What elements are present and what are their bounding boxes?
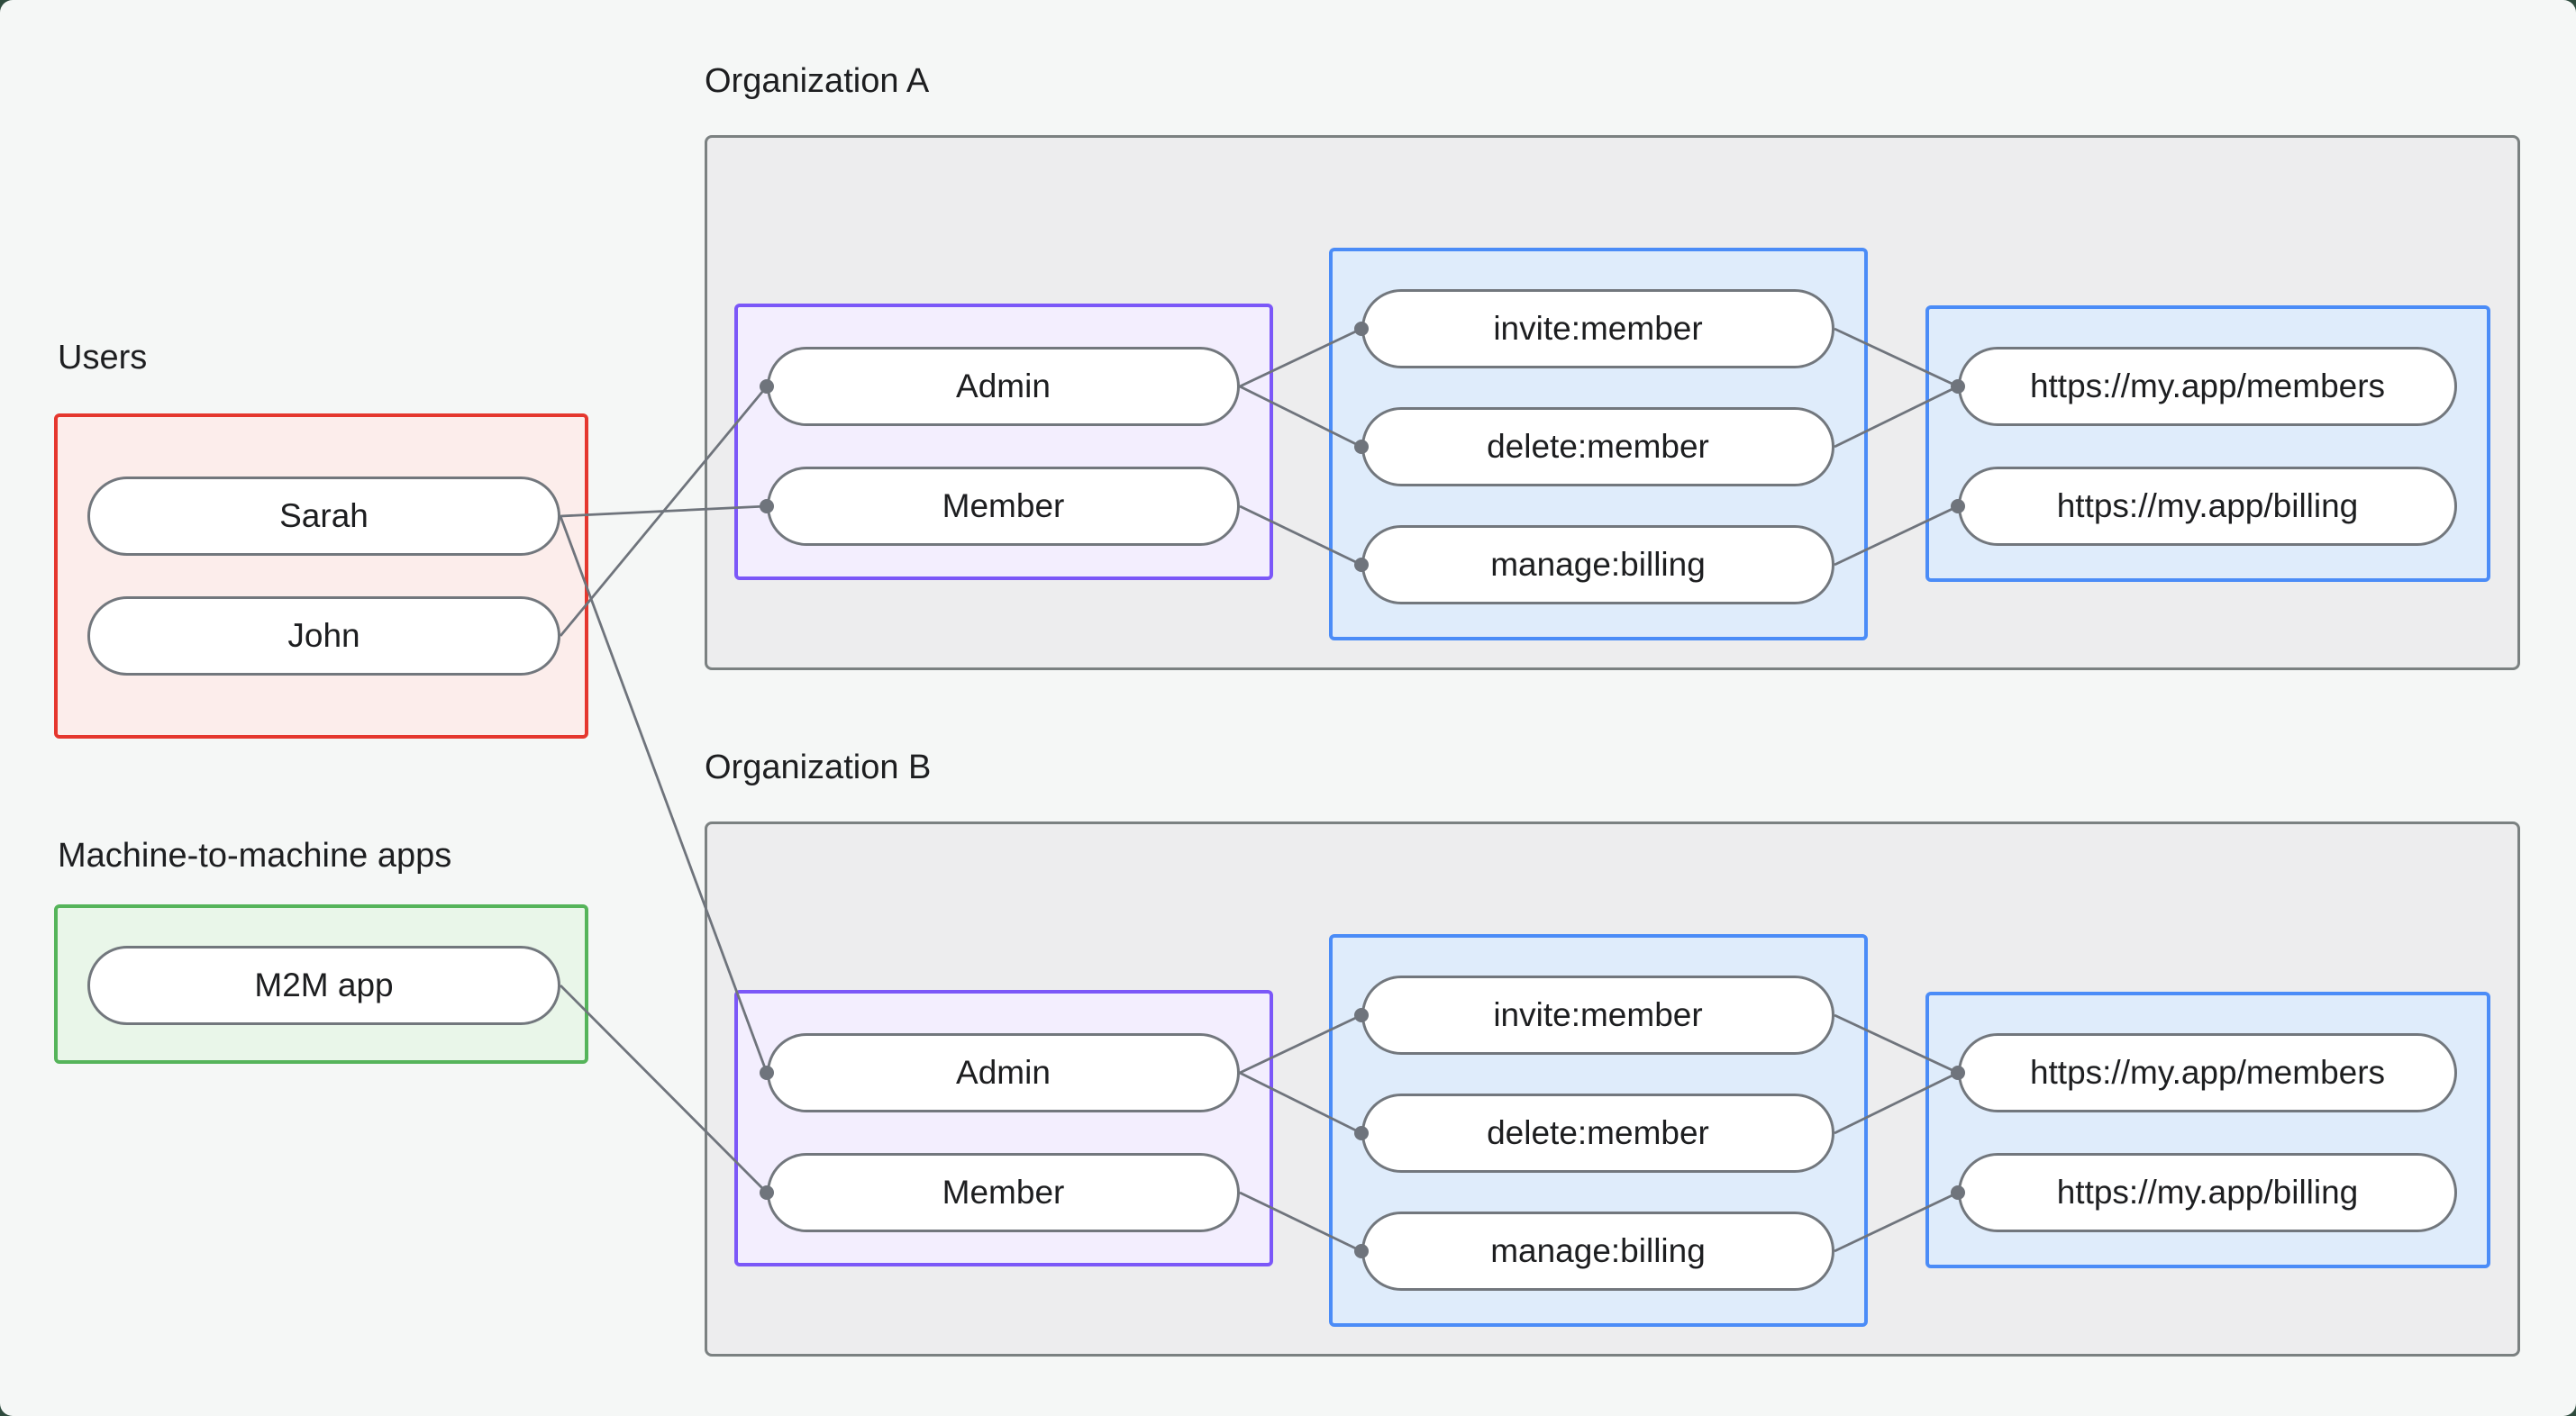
- org-a-perm-pill-delete: delete:member: [1361, 407, 1834, 486]
- org-a-perm-pill-manage: manage:billing: [1361, 525, 1834, 604]
- org-b-api-pill-billing: https://my.app/billing: [1958, 1153, 2457, 1232]
- users-label: Users: [58, 339, 148, 377]
- org-b-perm-pill-delete: delete:member: [1361, 1094, 1834, 1173]
- org-a-role-pill-member: Member: [767, 467, 1240, 546]
- org-b-api-pill-members: https://my.app/members: [1958, 1033, 2457, 1112]
- org-b-label: Organization B: [705, 749, 932, 786]
- m2m-app-pill: M2M app: [87, 946, 560, 1025]
- org-b-perm-pill-invite: invite:member: [1361, 976, 1834, 1055]
- org-a-label: Organization A: [705, 62, 930, 100]
- org-b-role-pill-member: Member: [767, 1153, 1240, 1232]
- org-a-role-pill-admin: Admin: [767, 347, 1240, 426]
- user-pill-john: John: [87, 596, 560, 676]
- m2m-label: Machine-to-machine apps: [58, 837, 452, 875]
- org-a-api-pill-billing: https://my.app/billing: [1958, 467, 2457, 546]
- org-b-perm-pill-manage: manage:billing: [1361, 1212, 1834, 1291]
- org-a-api-pill-members: https://my.app/members: [1958, 347, 2457, 426]
- user-pill-sarah: Sarah: [87, 477, 560, 556]
- org-a-perm-pill-invite: invite:member: [1361, 289, 1834, 368]
- users-group-box: [54, 413, 588, 739]
- org-b-role-pill-admin: Admin: [767, 1033, 1240, 1112]
